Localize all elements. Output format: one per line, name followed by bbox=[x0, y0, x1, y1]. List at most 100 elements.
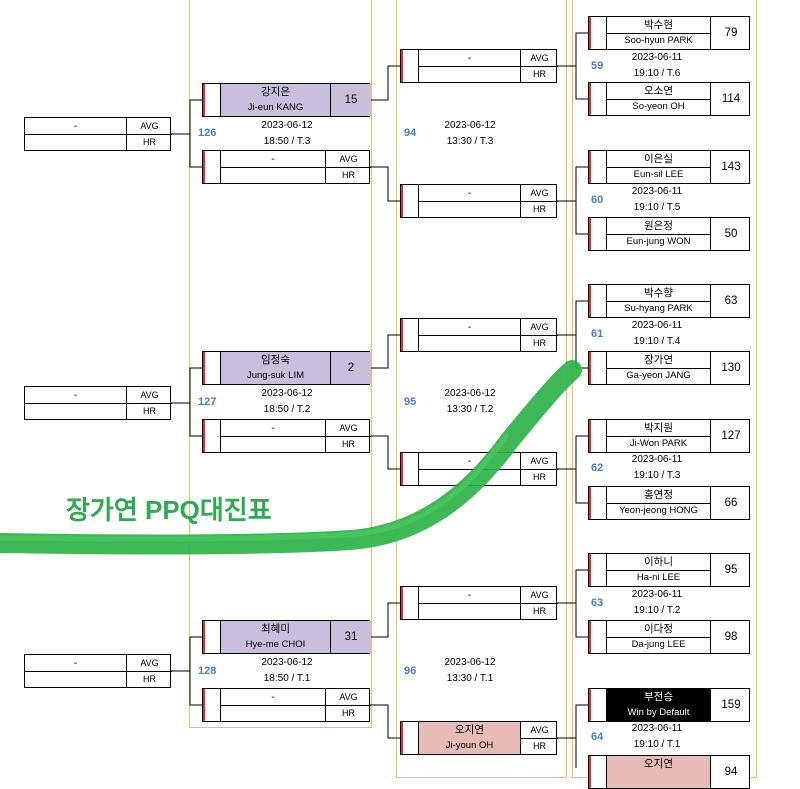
player-korean-name: 홍연정 bbox=[607, 487, 710, 504]
seed-number: 50 bbox=[710, 218, 751, 250]
bracket-connectors bbox=[170, 32, 588, 768]
hr-label: HR bbox=[325, 705, 371, 721]
player-english-name: So-yeon OH bbox=[632, 101, 685, 112]
slot-name: - bbox=[73, 120, 78, 132]
hr-label: HR bbox=[126, 671, 172, 687]
final-slot-3: - AVG HR bbox=[24, 654, 172, 688]
bye-box[interactable]: 부전승 Win by Default 159 bbox=[588, 688, 750, 722]
hr-label: HR bbox=[325, 436, 371, 452]
seeded-player-box[interactable]: 강지은 Ji-eun KANG 15 bbox=[202, 83, 371, 117]
match-number: 96 bbox=[404, 665, 417, 677]
seeded-player-box[interactable]: 최혜미 Hye-me CHOI 31 bbox=[202, 620, 371, 654]
player-english-name: Jung-suk LIM bbox=[221, 368, 330, 384]
seed-number: 15 bbox=[330, 84, 371, 116]
player-english-name bbox=[607, 772, 710, 788]
avg-label: AVG bbox=[520, 722, 558, 739]
seed-number: 95 bbox=[710, 554, 751, 586]
player-box[interactable]: 이하니 Ha-ni LEE 95 bbox=[588, 553, 750, 587]
seeded-player-box[interactable]: 임정숙 Jung-suk LIM 2 bbox=[202, 351, 371, 385]
player-box[interactable]: 오소연 So-yeon OH 114 bbox=[588, 82, 750, 116]
hr-label: HR bbox=[520, 66, 558, 82]
empty-slot-box: - AVG HR bbox=[202, 419, 371, 453]
player-box[interactable]: 이다정 Da-jung LEE 98 bbox=[588, 620, 750, 654]
player-box[interactable]: 박지원 Ji-Won PARK 127 bbox=[588, 419, 750, 453]
match-date: 2023-06-12 bbox=[444, 657, 496, 668]
empty-slot-box: - AVG HR bbox=[400, 184, 558, 218]
match-time: 19:10 / T.3 bbox=[633, 470, 681, 481]
player-english-name: Ji-youn OH bbox=[419, 738, 520, 754]
match-number: 128 bbox=[198, 665, 217, 677]
player-english-name: Yeon-jeong HONG bbox=[619, 505, 698, 516]
match-time: 19:10 / T.5 bbox=[633, 202, 681, 213]
player-english-name: Ha-ni LEE bbox=[636, 572, 681, 583]
match-date: 2023-06-12 bbox=[261, 657, 313, 668]
hr-label: HR bbox=[520, 738, 558, 754]
match-time: 18:50 / T.2 bbox=[263, 404, 311, 415]
match-date: 2023-06-12 bbox=[261, 120, 313, 131]
match-date: 2023-06-12 bbox=[444, 388, 496, 399]
match-date: 2023-06-11 bbox=[631, 454, 683, 465]
player-english-name: Win by Default bbox=[607, 705, 710, 721]
avg-label: AVG bbox=[520, 453, 558, 470]
match-date: 2023-06-11 bbox=[631, 320, 683, 331]
empty-slot-box: - AVG HR bbox=[400, 318, 558, 352]
match-time: 18:50 / T.3 bbox=[263, 136, 311, 147]
empty-slot-box: - AVG HR bbox=[202, 688, 371, 722]
player-box[interactable]: 장가연 Ga-yeon JANG 130 bbox=[588, 351, 750, 385]
green-highlight-stroke bbox=[0, 360, 582, 555]
hr-label: HR bbox=[126, 134, 172, 150]
player-korean-name: 최혜미 bbox=[221, 621, 330, 638]
seed-number: 66 bbox=[710, 487, 751, 519]
player-box[interactable]: 이은실 Eun-sil LEE 143 bbox=[588, 150, 750, 184]
match-number: 127 bbox=[198, 396, 217, 408]
hr-label: HR bbox=[126, 403, 172, 419]
player-korean-name: 이하니 bbox=[607, 554, 710, 571]
match-number: 94 bbox=[404, 127, 417, 139]
match-date: 2023-06-11 bbox=[631, 186, 683, 197]
player-english-name: Ji-Won PARK bbox=[629, 438, 688, 449]
player-box[interactable]: 박수향 Su-hyang PARK 63 bbox=[588, 284, 750, 318]
match-time: 19:10 / T.4 bbox=[633, 336, 681, 347]
player-korean-name: 이다정 bbox=[607, 621, 710, 638]
player-box[interactable]: 박수현 Soo-hyun PARK 79 bbox=[588, 16, 750, 50]
match-time: 19:10 / T.6 bbox=[633, 68, 681, 79]
empty-slot-box: - AVG HR bbox=[400, 49, 558, 83]
player-box[interactable]: 원은정 Eun-jung WON 50 bbox=[588, 217, 750, 251]
match-time: 19:10 / T.1 bbox=[633, 739, 681, 750]
slot-name: - bbox=[467, 321, 472, 333]
player-korean-name: 원은정 bbox=[607, 218, 710, 235]
seed-number: 130 bbox=[710, 352, 751, 384]
seed-number: 114 bbox=[710, 83, 751, 115]
avg-label: AVG bbox=[520, 319, 558, 336]
player-box[interactable]: 홍연정 Yeon-jeong HONG 66 bbox=[588, 486, 750, 520]
match-time: 13:30 / T.3 bbox=[446, 136, 494, 147]
match-time: 13:30 / T.1 bbox=[446, 673, 494, 684]
player-english-name: Eun-sil LEE bbox=[633, 169, 684, 180]
avg-label: AVG bbox=[126, 387, 172, 404]
match-number: 64 bbox=[591, 731, 604, 743]
slot-name: - bbox=[271, 691, 275, 703]
seed-number: 143 bbox=[710, 151, 751, 183]
empty-slot-box: - AVG HR bbox=[400, 586, 558, 620]
player-slot-box[interactable]: 오지연 Ji-youn OH AVG HR bbox=[400, 721, 558, 755]
avg-label: AVG bbox=[325, 151, 371, 168]
slot-name: - bbox=[271, 153, 275, 165]
seed-number: 79 bbox=[710, 17, 751, 49]
match-number: 126 bbox=[198, 127, 217, 139]
slot-name: - bbox=[467, 455, 472, 467]
slot-name: - bbox=[467, 52, 472, 64]
match-time: 13:30 / T.2 bbox=[446, 404, 494, 415]
match-date: 2023-06-11 bbox=[631, 589, 683, 600]
player-english-name: Eun-jung WON bbox=[626, 236, 691, 247]
seed-number: 2 bbox=[330, 352, 371, 384]
match-number: 59 bbox=[591, 60, 604, 72]
player-korean-name: 강지은 bbox=[221, 84, 330, 101]
match-number: 61 bbox=[591, 328, 604, 340]
slot-name: - bbox=[271, 422, 275, 434]
final-slot-2: - AVG HR bbox=[24, 386, 172, 420]
match-number: 95 bbox=[404, 396, 417, 408]
final-slot-1: - AVG HR bbox=[24, 117, 172, 151]
match-date: 2023-06-12 bbox=[444, 120, 496, 131]
player-korean-name: 오지연 bbox=[419, 722, 520, 739]
slot-name: - bbox=[467, 187, 472, 199]
